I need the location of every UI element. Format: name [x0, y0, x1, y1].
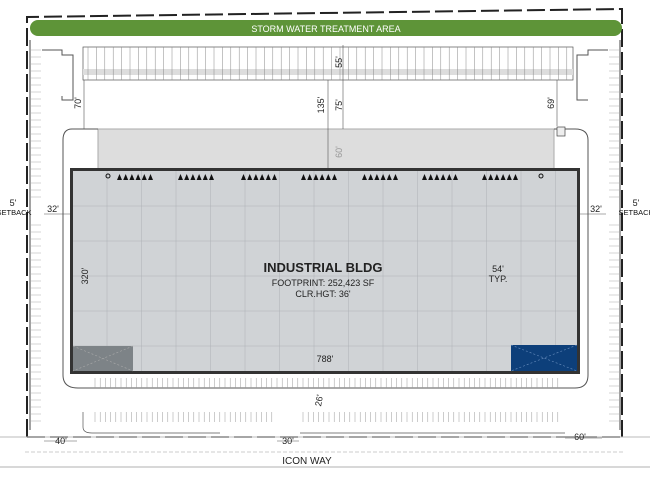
- dock-door-icon: [265, 174, 271, 180]
- dim-truck-apron: 60': [334, 146, 344, 158]
- dim-south-aisle: 26': [313, 394, 325, 408]
- dock-door-icon: [446, 174, 452, 180]
- dock-door-icon: [386, 174, 392, 180]
- truck-court: [97, 128, 555, 170]
- dock-door-icon: [184, 174, 190, 180]
- dim-left-drive: 70': [73, 97, 83, 109]
- drive-in-door-icon: [538, 173, 544, 179]
- dock-door-icon: [247, 174, 253, 180]
- bay-dim: 54': [492, 264, 504, 274]
- north-parking-median: [83, 69, 573, 75]
- building-perimeter: [62, 128, 589, 389]
- office-blue: [511, 345, 577, 371]
- dock-door-icon: [129, 174, 135, 180]
- dock-door-icon: [135, 174, 141, 180]
- building-floor: [73, 171, 577, 371]
- south-parking-row: [82, 412, 565, 434]
- dock-door-icon: [332, 174, 337, 180]
- dock-door-icon: [307, 174, 313, 180]
- dock-door-icon: [440, 174, 446, 180]
- storm-water-area: [30, 20, 622, 36]
- building-footprint: FOOTPRINT: 252,423 SF: [272, 278, 375, 288]
- dock-door-icon: [253, 174, 259, 180]
- north-right-island: [576, 49, 608, 101]
- setback-left-value: 5': [10, 198, 17, 208]
- dock-door-icon: [272, 174, 277, 180]
- dock-door-icon: [190, 174, 196, 180]
- site-curb: [29, 40, 621, 430]
- dock-door-icon: [453, 174, 458, 180]
- trash-enclosure: [556, 126, 566, 137]
- dock-door-icon: [513, 174, 518, 180]
- dim-center-entry: 30': [282, 436, 294, 446]
- dock-door-icon: [241, 174, 246, 180]
- dock-door-icon: [202, 174, 208, 180]
- dock-door-icon: [178, 174, 183, 180]
- dock-door-icon: [368, 174, 374, 180]
- setback-left-label: SETBACK: [0, 208, 32, 217]
- dim-right-side: 32': [590, 204, 602, 214]
- dock-door-icon: [313, 174, 319, 180]
- dock-door-icon: [362, 174, 367, 180]
- setback-right-value: 5': [633, 198, 640, 208]
- dock-door-icon: [500, 174, 506, 180]
- dock-door-icon: [148, 174, 153, 180]
- dimension-lines: [44, 45, 606, 442]
- dock-door-icon: [319, 174, 325, 180]
- dim-drive-aisle: 75': [334, 99, 344, 111]
- dock-door-icon: [374, 174, 380, 180]
- dim-left-entry: 40': [55, 436, 67, 446]
- dock-door-icon: [141, 174, 147, 180]
- drive-in-door-icon: [105, 173, 111, 179]
- setback-right-label: SETBACK: [618, 208, 650, 217]
- dock-door-icon: [393, 174, 398, 180]
- dock-door-icon: [123, 174, 129, 180]
- storm-water-label: STORM WATER TREATMENT AREA: [251, 24, 400, 34]
- dock-door-icon: [209, 174, 214, 180]
- dock-door-icon: [196, 174, 202, 180]
- dock-door-icon: [482, 174, 487, 180]
- building-clear-height: CLR.HGT: 36': [295, 289, 351, 299]
- bay-note: TYP.: [489, 274, 508, 284]
- dim-total-north: 135': [316, 96, 326, 113]
- building-title: INDUSTRIAL BLDG: [264, 260, 383, 275]
- dock-door-icon: [301, 174, 306, 180]
- dock-door-icon: [325, 174, 331, 180]
- property-line: [26, 7, 623, 437]
- building-width-dim: 788': [317, 354, 334, 364]
- dock-door-icon: [434, 174, 440, 180]
- building-depth-dim: 320': [80, 267, 90, 284]
- dock-door-icon: [506, 174, 512, 180]
- office-gray-x: [72, 345, 134, 372]
- north-left-island: [42, 49, 74, 101]
- dim-left-side: 32': [47, 204, 59, 214]
- dock-door-icon: [259, 174, 265, 180]
- dim-north-parking: 55': [334, 56, 344, 68]
- dock-door-icon: [380, 174, 386, 180]
- dim-right-entry: 60': [574, 432, 586, 442]
- road-name: ICON WAY: [282, 456, 332, 467]
- dock-door-icon: [428, 174, 434, 180]
- dock-door-icon: [422, 174, 427, 180]
- dim-right-drive: 69': [546, 97, 556, 109]
- dock-door-icon: [494, 174, 500, 180]
- dock-door-icon: [488, 174, 494, 180]
- dock-door-icon: [117, 174, 122, 180]
